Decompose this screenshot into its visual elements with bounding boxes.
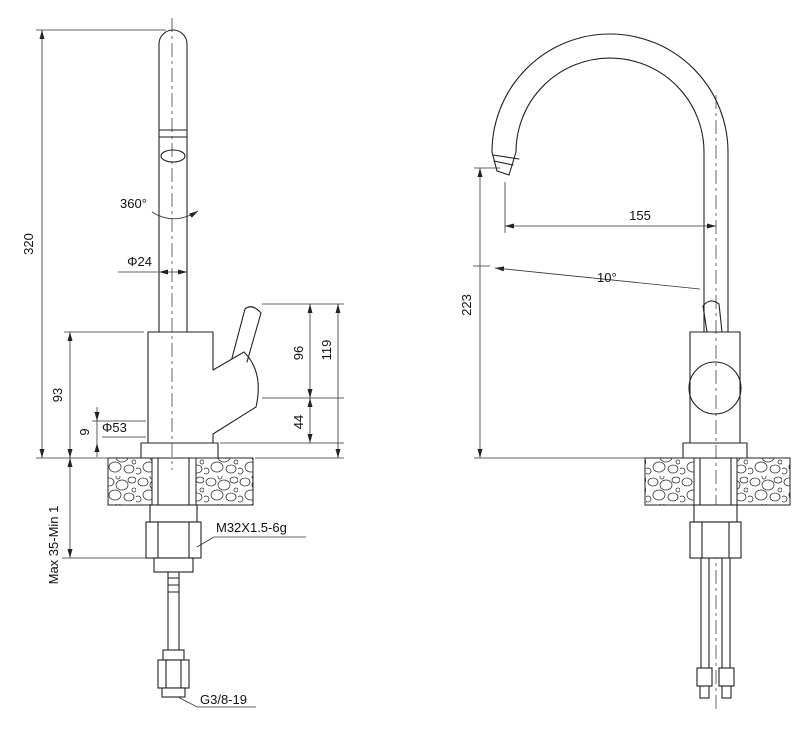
dim-label-valve-height: 44 bbox=[291, 415, 306, 429]
side-mounting-hardware bbox=[689, 504, 742, 559]
spout-tip-cap bbox=[496, 170, 510, 176]
countertop-right-block bbox=[195, 457, 254, 506]
side-dimensions: 155 10° 223 bbox=[459, 167, 716, 459]
front-view: 320 360° Φ24 93 9 Φ53 Max 35-Min bbox=[21, 18, 344, 708]
swivel-arrow-icon bbox=[151, 210, 199, 220]
dim-label-handle-top-height: 119 bbox=[319, 340, 334, 361]
dim-label-spout-reach: 155 bbox=[629, 208, 651, 223]
side-supply-hoses bbox=[696, 557, 735, 699]
dim-label-outlet-height: 223 bbox=[459, 294, 474, 316]
side-view: 155 10° 223 bbox=[459, 33, 791, 712]
label-swivel-angle: 360° bbox=[120, 196, 147, 211]
side-spout-arc bbox=[491, 33, 729, 333]
countertop-left-block bbox=[107, 457, 153, 506]
countertop-left-block bbox=[644, 457, 695, 506]
aerator-outlet bbox=[160, 149, 186, 163]
front-spout bbox=[158, 29, 188, 333]
body-sphere bbox=[688, 361, 742, 415]
dim-label-spout-diameter: Φ24 bbox=[127, 254, 152, 269]
hose-end-hex bbox=[157, 659, 190, 689]
label-shank-thread: M32X1.5-6g bbox=[216, 520, 287, 535]
label-inlet-thread: G3/8-19 bbox=[200, 692, 247, 707]
side-handle bbox=[702, 300, 723, 333]
dim-label-spout-tilt: 10° bbox=[597, 270, 617, 285]
front-supply-shank bbox=[157, 571, 190, 698]
dim-label-handle-pivot-height: 96 bbox=[291, 346, 306, 360]
dim-label-total-height: 320 bbox=[21, 233, 36, 255]
front-mounting-hardware bbox=[145, 504, 202, 573]
mounting-flange bbox=[149, 504, 198, 523]
dim-label-body-height: 93 bbox=[50, 388, 65, 402]
countertop-right-block bbox=[736, 457, 791, 506]
mounting-nut bbox=[145, 521, 202, 559]
front-handle bbox=[212, 306, 262, 435]
side-body bbox=[682, 331, 748, 459]
side-countertop-section bbox=[644, 457, 791, 506]
mounting-flange bbox=[693, 504, 738, 523]
dim-label-mounting-range: Max 35-Min 1 bbox=[46, 506, 61, 585]
dim-label-base-step: 9 bbox=[77, 428, 92, 435]
front-body bbox=[140, 331, 219, 459]
mounting-nut bbox=[689, 521, 742, 559]
front-countertop-section bbox=[107, 457, 254, 506]
front-dimensions: 320 360° Φ24 93 9 Φ53 Max 35-Min bbox=[21, 29, 344, 708]
label-base-diameter: Φ53 bbox=[102, 420, 127, 435]
